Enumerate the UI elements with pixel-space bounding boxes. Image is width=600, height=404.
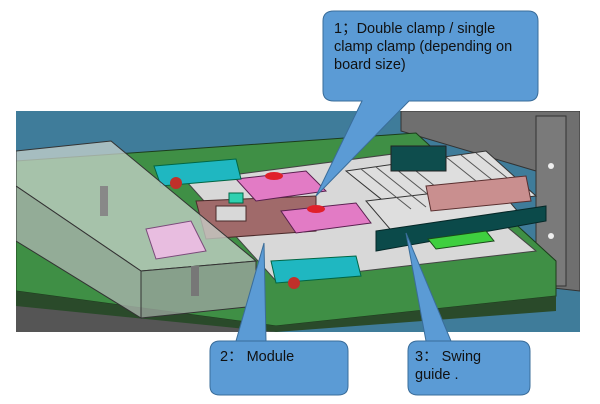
cyan-small-block (228, 192, 244, 204)
dark-insert (390, 145, 447, 172)
cyan-block-bottom (270, 255, 362, 284)
clamp-red-tab (307, 205, 325, 213)
callout-2-label: 2： Module (220, 349, 295, 365)
callout-1-shape (315, 10, 539, 197)
clamp-red-tab (265, 172, 283, 180)
pink-rail (425, 175, 532, 212)
base-gray-strip (16, 306, 276, 332)
red-knob (288, 277, 300, 289)
cover-post (100, 186, 108, 216)
swing-guide-bar (375, 205, 547, 252)
cover-box-side (16, 185, 142, 319)
pink-pad (145, 220, 207, 260)
callout-3-label: 3： Swing guide . (415, 349, 482, 383)
callout-3-shape (405, 232, 531, 396)
frame-hole (548, 233, 554, 239)
clamp-top (234, 170, 328, 202)
module-frame-hole (215, 205, 247, 222)
callout-1-label: 1；Double clamp / single clamp clamp (dep… (334, 21, 513, 73)
callout-2-shape (209, 242, 349, 396)
clamp-bottom (280, 202, 372, 234)
frame-hole (548, 163, 554, 169)
red-knob (170, 177, 182, 189)
cover-post (191, 266, 199, 296)
green-pad (427, 230, 495, 250)
